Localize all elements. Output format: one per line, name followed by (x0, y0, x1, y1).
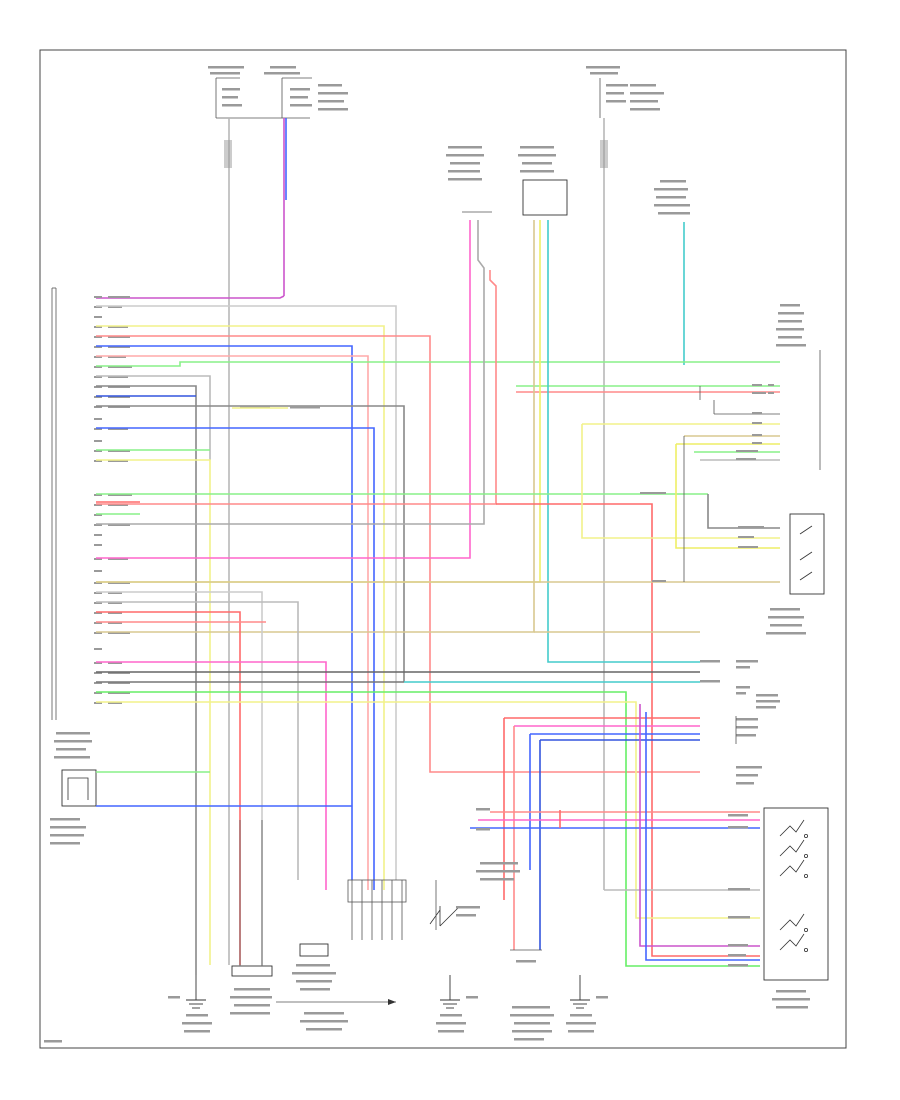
wire-yellow-702 (96, 701, 760, 919)
wire-green-362 (96, 361, 780, 367)
sensor-box-top-center (522, 179, 568, 216)
transmission-module-bottom (276, 943, 396, 1031)
output-labels-right (700, 660, 780, 785)
wire-red-336 (96, 335, 700, 773)
solenoid-pack-label (772, 990, 810, 1009)
speed-sensor-bottom-left (230, 820, 273, 1015)
wire-pink-356 (96, 355, 369, 890)
ecu-pin-labels (94, 296, 132, 704)
sensor-label-center (476, 808, 520, 881)
wire-gray-sensor (96, 220, 485, 525)
wire-darkgray-388 (96, 385, 197, 975)
fuse-block-top-left (208, 66, 348, 119)
ground-center (440, 975, 460, 1009)
wire-yellow-sensor (96, 220, 541, 583)
module-labels-right-top (776, 304, 806, 347)
wire-violet-to-ecu (96, 295, 285, 299)
wire-pink-sensor (96, 220, 471, 559)
ground-right (570, 975, 590, 1009)
wire-red-sensor (96, 270, 497, 505)
wire-gray-376 (96, 375, 211, 460)
wire-tan-sensor (96, 220, 535, 633)
fuse-block-top-right (586, 66, 664, 118)
wire-blue-sensor (547, 220, 700, 663)
sensor-labels-top-right (654, 180, 690, 215)
solenoid-pack (763, 807, 829, 981)
sensor-labels-top-center (446, 146, 556, 181)
switch-bottom-center (429, 880, 480, 930)
diagram-id-mark (44, 1040, 62, 1043)
range-switch-right (766, 513, 825, 635)
wire-gray-406 (96, 405, 405, 682)
wire-yellow-460 (96, 459, 211, 965)
wire-blue-428 (96, 427, 375, 890)
diagram-frame (39, 49, 847, 1049)
sensor-bottom-center-right (510, 949, 554, 1041)
wire-yellow-538 (581, 424, 780, 539)
wire-pink-662 (96, 661, 327, 890)
sensor-left (50, 732, 97, 845)
ground-left (186, 975, 206, 1009)
wire-gray-306 (96, 305, 397, 880)
wire-green-692 (96, 691, 760, 967)
solenoid-pack-switches (779, 819, 809, 953)
wire-red-612 (96, 611, 241, 965)
connector-bundle-bottom (347, 879, 407, 940)
wire-blue-346 (96, 345, 353, 880)
